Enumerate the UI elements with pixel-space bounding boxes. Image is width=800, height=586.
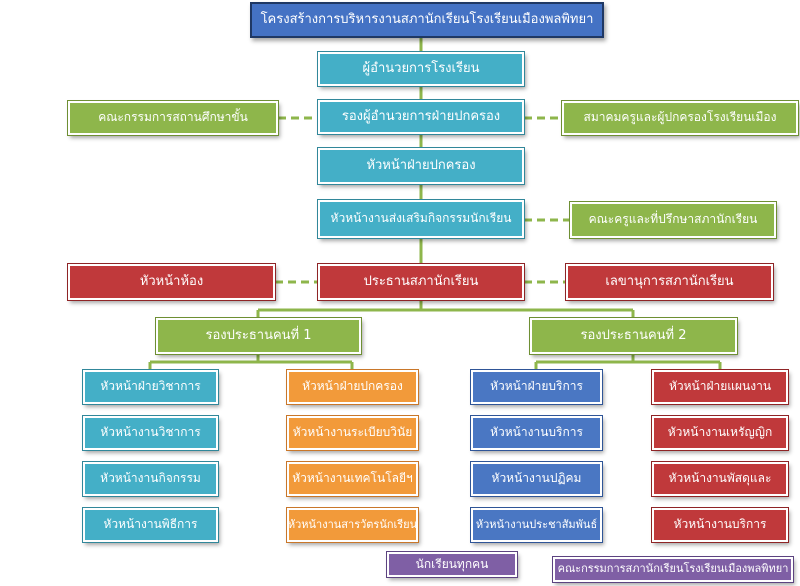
treasurer-work-box: หัวหน้างานเหรัญญิก — [651, 415, 789, 451]
public-relations-work-box: หัวหน้างานประชาสัมพันธ์ — [470, 507, 603, 543]
academic-head-box: หัวหน้าฝ่ายวิชาการ — [82, 369, 219, 405]
council-secretary-box: เลขานุการสภานักเรียน — [565, 263, 774, 301]
ceremony-work-box: หัวหน้างานพิธีการ — [82, 507, 219, 543]
director-box: ผู้อำนวยการโรงเรียน — [317, 51, 525, 87]
advisor-teachers-box: คณะครูและที่ปรึกษาสภานักเรียน — [569, 201, 777, 239]
supplies-work-box: หัวหน้างานพัสดุและ — [651, 461, 789, 497]
planning-service-work-box: หัวหน้างานบริการ — [651, 507, 789, 543]
head-governance-box: หัวหน้าฝ่ายปกครอง — [317, 147, 525, 185]
deputy-director-box: รองผู้อำนวยการฝ่ายปกครอง — [317, 99, 525, 135]
discipline-work-box: หัวหน้างานระเบียบวินัย — [286, 415, 419, 451]
council-committee-box: คณะกรรมการสภานักเรียนโรงเรียนเมืองพลพิทย… — [552, 556, 794, 583]
chart-title: โครงสร้างการบริหารงานสภานักเรียนโรงเรียน… — [250, 2, 604, 38]
academic-work-box: หัวหน้างานวิชาการ — [82, 415, 219, 451]
planning-head-box: หัวหน้าฝ่ายแผนงาน — [651, 369, 789, 405]
reception-work-box: หัวหน้างานปฏิคม — [470, 461, 603, 497]
service-work-box: หัวหน้างานบริการ — [470, 415, 603, 451]
school-committee-box: คณะกรรมการสถานศึกษาขั้น — [67, 100, 279, 136]
technology-work-box: หัวหน้างานเทคโนโลยีฯ — [286, 461, 419, 497]
council-president-box: ประธานสภานักเรียน — [317, 263, 525, 301]
service-head-box: หัวหน้าฝ่ายบริการ — [470, 369, 603, 405]
all-students-box: นักเรียนทุกคน — [386, 551, 518, 578]
vice-president-2-box: รองประธานคนที่ 2 — [529, 317, 738, 355]
head-student-activities-box: หัวหน้างานส่งเสริมกิจกรรมนักเรียน — [317, 199, 525, 239]
class-head-box: หัวหน้าห้อง — [67, 263, 276, 301]
activities-work-box: หัวหน้างานกิจกรรม — [82, 461, 219, 497]
parents-association-box: สมาคมครูและผู้ปกครองโรงเรียนเมือง — [561, 100, 799, 136]
student-inspector-work-box: หัวหน้างานสารวัตรนักเรียน — [286, 507, 419, 543]
vice-president-1-box: รองประธานคนที่ 1 — [155, 317, 362, 355]
governance-head-box: หัวหน้าฝ่ายปกครอง — [286, 369, 419, 405]
